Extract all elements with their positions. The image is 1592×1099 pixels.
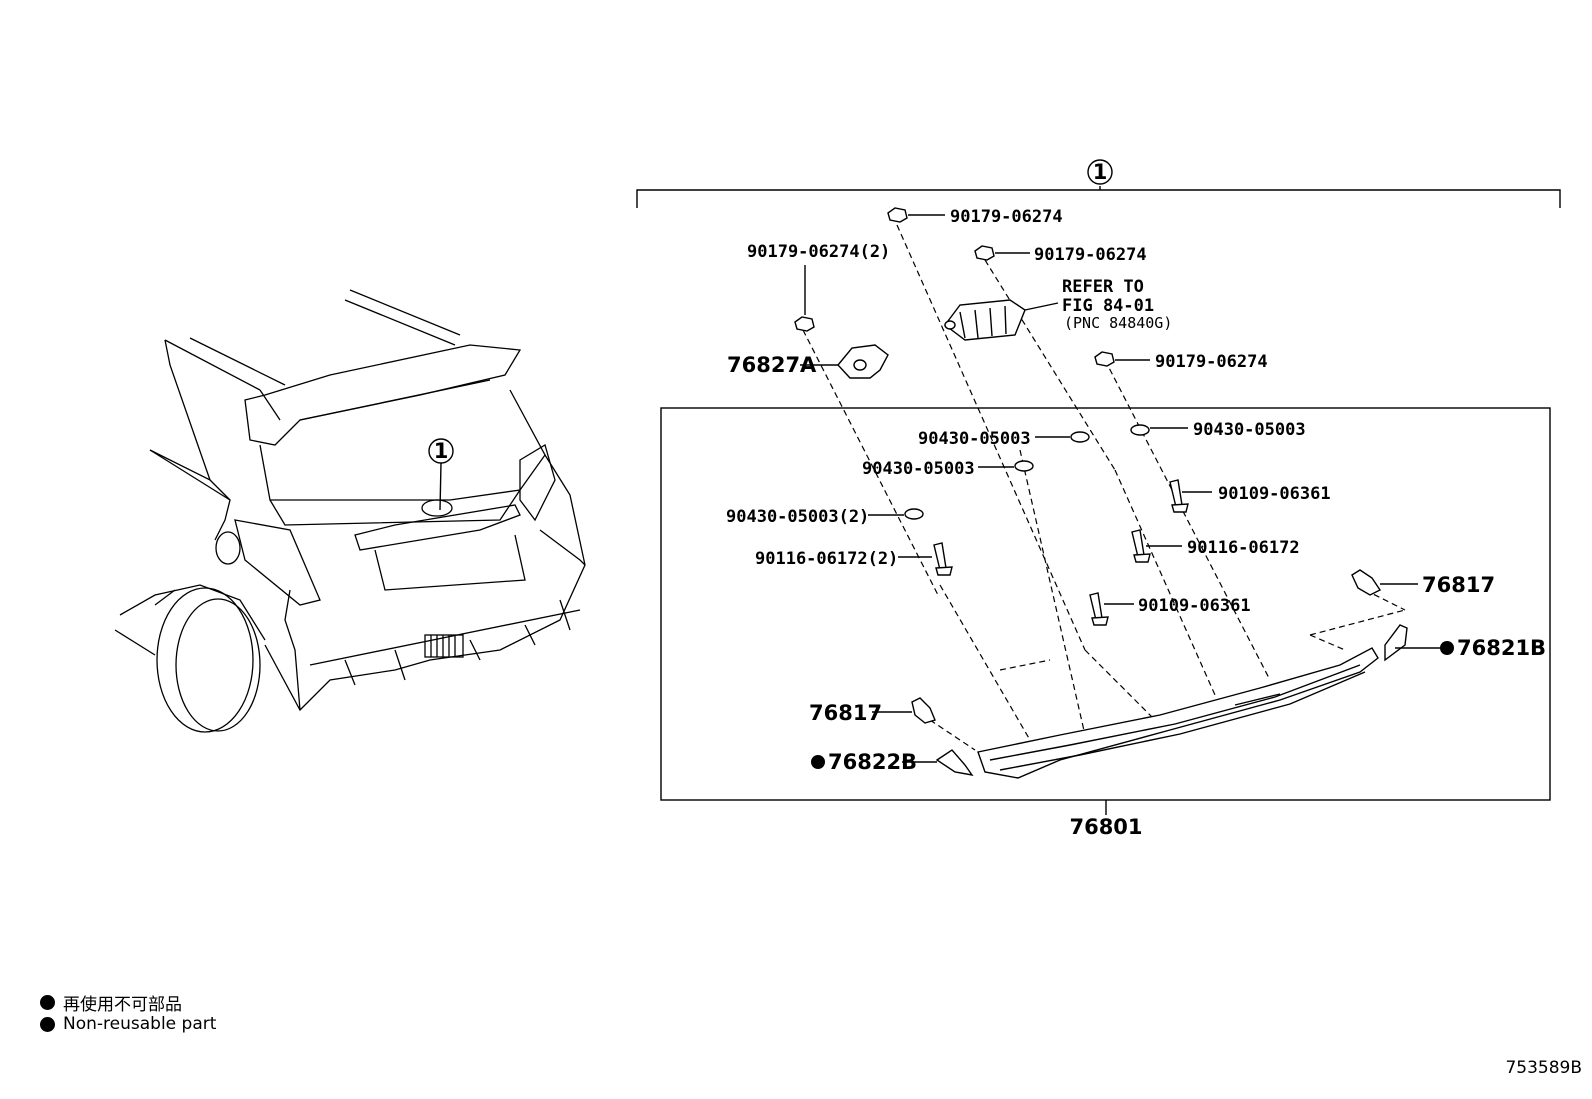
pad-76821b-part: [1384, 624, 1440, 662]
screw-part-4: [1089, 592, 1134, 626]
diagram-id: 753589B: [1505, 1058, 1582, 1078]
spoiler-76801-part: [977, 647, 1379, 779]
label-refer-line2: FIG 84-01: [1062, 296, 1154, 316]
label-top-clip-1: 90179-06274: [950, 207, 1063, 227]
label-pad-76822b: 76822B: [828, 750, 917, 774]
label-refer-line3: (PNC 84840G): [1064, 314, 1172, 332]
car-rear-illustration: 1: [114, 289, 586, 733]
label-screw-3: 90116-06172(2): [755, 549, 898, 569]
label-top-clip-left: 90179-06274(2): [747, 242, 890, 262]
washer-part-2: [1130, 424, 1188, 436]
label-bracket-76827a: 76827A: [727, 353, 817, 377]
label-clip-right: 90179-06274: [1155, 352, 1268, 372]
non-reusable-dot-76822b: [811, 755, 825, 769]
clip-part-right: [1094, 351, 1150, 367]
screw-part-3: [898, 542, 953, 576]
label-clip-76817-left: 76817: [809, 701, 882, 725]
clip-part-left: [794, 265, 815, 332]
license-lamp-part: [944, 299, 1059, 341]
legend-en: Non-reusable part: [40, 1014, 216, 1034]
label-pad-76821b: 76821B: [1457, 636, 1546, 660]
callout-number-assembly: 1: [1093, 160, 1108, 184]
clip-76817-right-part: [1351, 569, 1418, 596]
label-screw-1: 90109-06361: [1218, 484, 1331, 504]
clip-part-2: [974, 245, 1030, 261]
label-spoiler-76801: 76801: [1069, 815, 1142, 839]
screw-part-2: [1131, 529, 1182, 563]
callout-circle-car: [428, 438, 454, 464]
label-washer-4: 90430-05003(2): [726, 507, 869, 527]
label-refer-line1: REFER TO: [1062, 277, 1144, 297]
callout-circle-assembly: [1087, 159, 1113, 185]
non-reusable-dot-76821b: [1440, 641, 1454, 655]
legend-en-text: Non-reusable part: [63, 1014, 217, 1034]
assembly-guide-lines: [802, 224, 1406, 751]
washer-part-1: [1035, 431, 1090, 443]
label-clip-76817-right: 76817: [1422, 573, 1495, 597]
label-screw-4: 90109-06361: [1138, 596, 1251, 616]
callout-number-car: 1: [434, 439, 449, 463]
label-washer-1: 90430-05003: [918, 429, 1031, 449]
label-washer-3: 90430-05003: [862, 459, 975, 479]
legend-jp: 再使用不可部品: [40, 990, 182, 1015]
washer-part-4: [868, 508, 924, 520]
label-washer-2: 90430-05003: [1193, 420, 1306, 440]
non-reusable-dot-icon: [40, 1016, 55, 1032]
clip-76817-left-part: [872, 697, 936, 724]
non-reusable-dot-icon: [40, 995, 55, 1010]
screw-part-1: [1169, 479, 1212, 513]
bracket-76827a-part: [800, 344, 889, 379]
label-top-clip-2: 90179-06274: [1034, 245, 1147, 265]
assembly-bracket: 1: [636, 159, 1561, 208]
pad-76822b-part: [902, 749, 974, 776]
clip-part-1: [887, 207, 945, 223]
legend-jp-text: 再使用不可部品: [63, 995, 182, 1015]
label-screw-2: 90116-06172: [1187, 538, 1300, 558]
washer-part-3: [978, 460, 1034, 472]
